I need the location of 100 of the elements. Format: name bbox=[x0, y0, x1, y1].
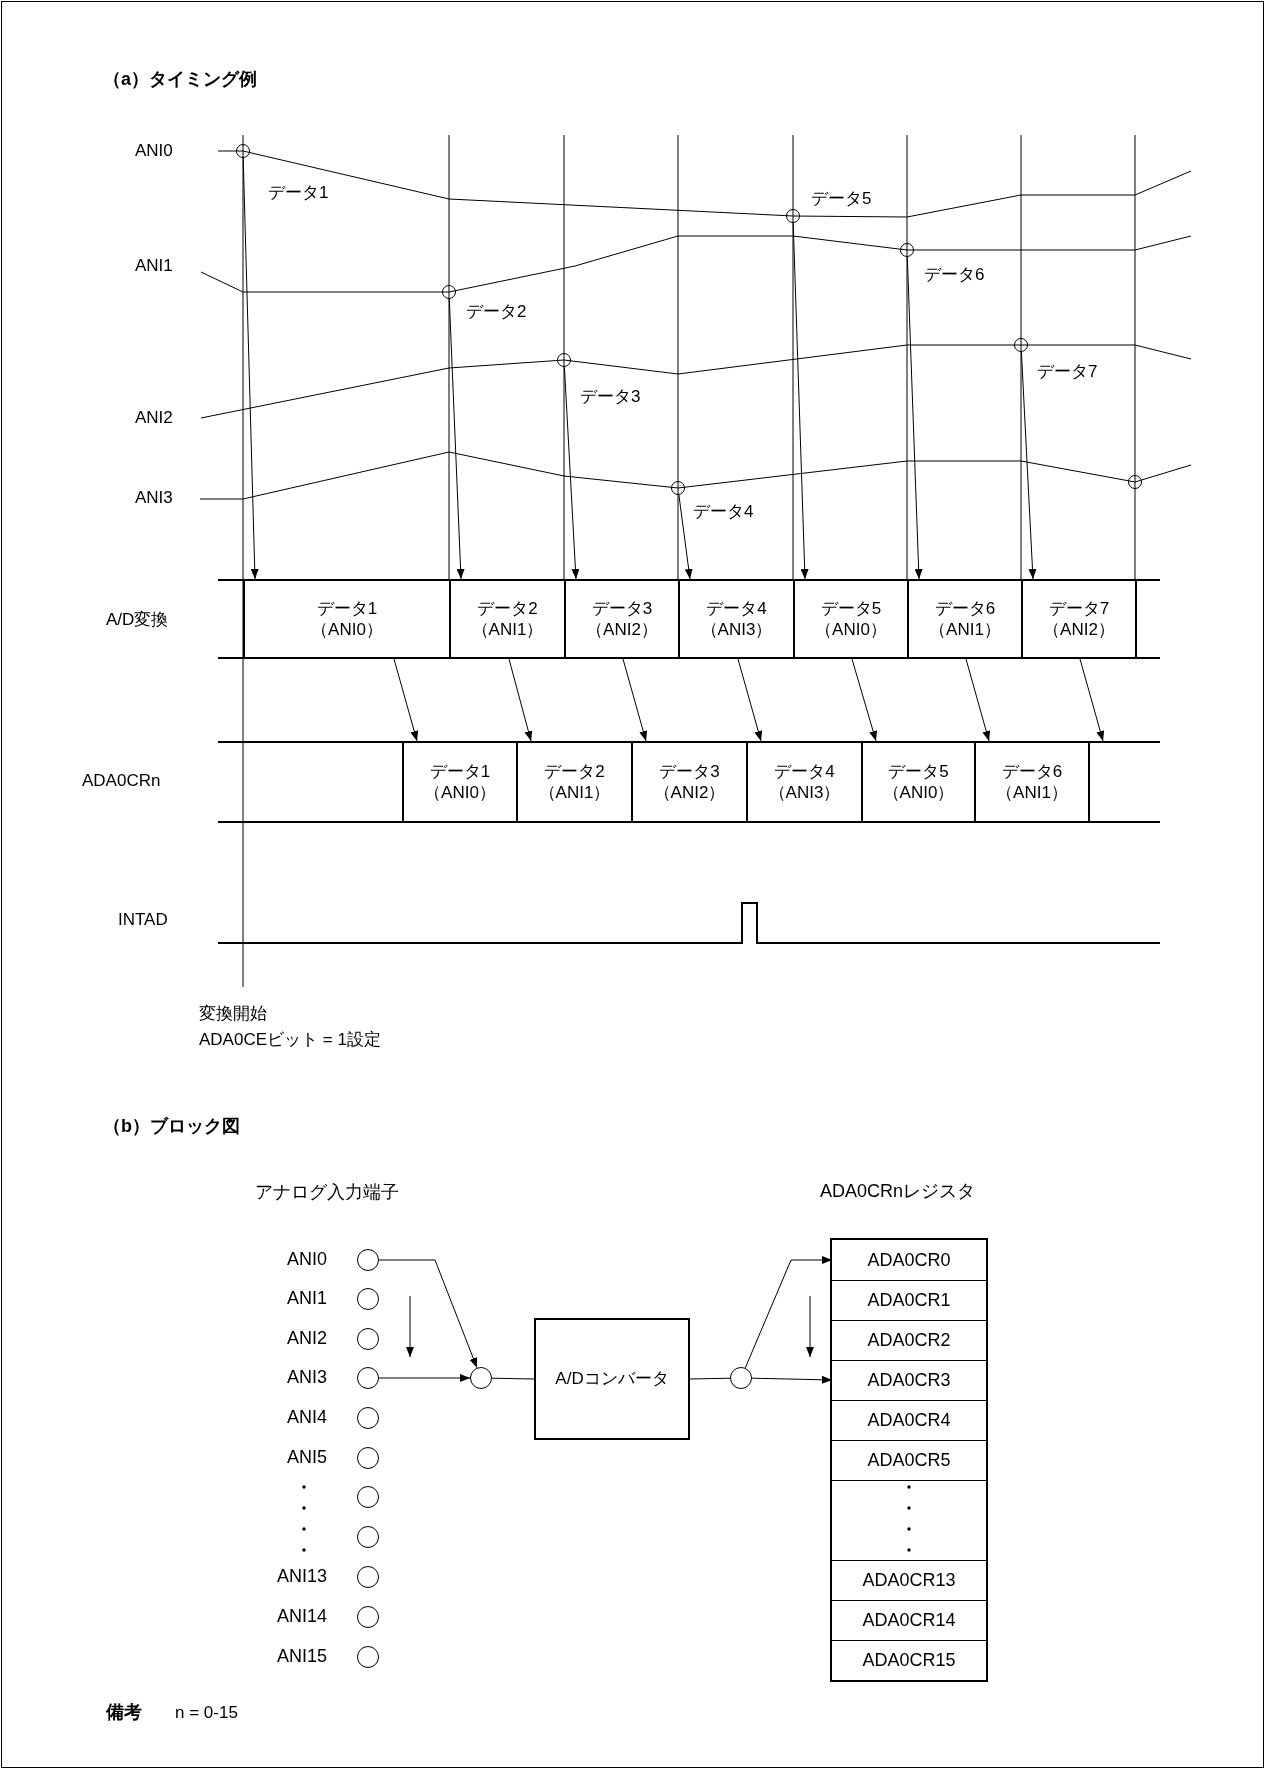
slot-channel-label: （ANI2） bbox=[653, 782, 726, 804]
arrow bbox=[378, 1259, 478, 1369]
selector-circle bbox=[730, 1367, 752, 1389]
sample-data-label: データ3 bbox=[580, 386, 641, 408]
arrow bbox=[851, 658, 878, 742]
sample-data-label: データ6 bbox=[924, 264, 985, 286]
register-name: ADA0CR1 bbox=[867, 1289, 951, 1312]
arrow bbox=[563, 366, 580, 580]
section-heading: （a）タイミング例 bbox=[103, 68, 257, 91]
slot-channel-label: （ANI1） bbox=[538, 782, 611, 804]
slot-data-label: データ4 bbox=[706, 597, 767, 619]
selector-circle bbox=[470, 1367, 492, 1389]
pin-name-label: ANI14 bbox=[276, 1605, 327, 1628]
slot-data-label: データ3 bbox=[659, 760, 720, 782]
conversion-slot bbox=[564, 579, 678, 659]
input-pin-circle bbox=[357, 1447, 379, 1469]
conversion-slot bbox=[793, 579, 907, 659]
slot-data-label: データ6 bbox=[934, 597, 996, 619]
conversion-slot bbox=[243, 579, 449, 659]
slot-data-label: データ7 bbox=[1048, 597, 1110, 619]
arrow bbox=[378, 1374, 471, 1382]
pin-name-label: ANI13 bbox=[276, 1565, 327, 1588]
slot-channel-label: （ANI1） bbox=[929, 619, 1001, 641]
converter-box bbox=[534, 1318, 690, 1440]
input-pin-circle bbox=[357, 1646, 379, 1668]
slot-data-label: データ2 bbox=[544, 760, 605, 782]
connector-line bbox=[689, 1377, 731, 1380]
conversion-slot bbox=[516, 741, 631, 823]
slot-data-label: データ1 bbox=[429, 760, 491, 782]
input-pin-circle bbox=[357, 1249, 379, 1271]
arrow bbox=[744, 1256, 833, 1369]
remark-text: n = 0-15 bbox=[175, 1702, 238, 1724]
conversion-slot bbox=[974, 741, 1088, 823]
connector-line bbox=[491, 1377, 535, 1380]
pin-name-label: ANI2 bbox=[286, 1327, 327, 1350]
register-name: ADA0CR4 bbox=[867, 1409, 951, 1432]
register-name: ADA0CR13 bbox=[862, 1569, 956, 1592]
signal-name: ANI0 bbox=[135, 140, 173, 162]
pin-name-label: ANI15 bbox=[276, 1645, 327, 1668]
empty-slot bbox=[1135, 579, 1160, 659]
input-pin-circle bbox=[357, 1288, 379, 1310]
converter-label: A/Dコンバータ bbox=[555, 1368, 669, 1390]
conversion-slot bbox=[631, 741, 746, 823]
start-note: 変換開始 bbox=[199, 1003, 267, 1025]
slot-channel-label: （ANI1） bbox=[471, 619, 544, 641]
conversion-slot bbox=[907, 579, 1021, 659]
empty-slot bbox=[1088, 741, 1160, 823]
slot-channel-label: （ANI2） bbox=[1043, 619, 1115, 641]
conversion-slot bbox=[1021, 579, 1135, 659]
section-heading: （b）ブロック図 bbox=[103, 1115, 240, 1138]
register-name: ADA0CR2 bbox=[867, 1329, 951, 1352]
pin-name-label: ANI4 bbox=[286, 1406, 327, 1429]
arrow bbox=[751, 1375, 833, 1384]
slot-data-label: データ6 bbox=[1001, 760, 1063, 782]
slot-channel-label: （ANI1） bbox=[996, 782, 1068, 804]
register-name: ADA0CR0 bbox=[867, 1248, 951, 1272]
input-pin-circle bbox=[357, 1328, 379, 1350]
input-pin-circle bbox=[357, 1367, 379, 1389]
register-heading: ADA0CRnレジスタ bbox=[820, 1180, 976, 1203]
signal-name: ANI3 bbox=[135, 487, 173, 509]
arrow bbox=[1079, 658, 1105, 742]
slot-channel-label: （ANI0） bbox=[311, 619, 383, 641]
pin-name-label: ANI1 bbox=[286, 1287, 327, 1310]
slot-channel-label: （ANI3） bbox=[700, 619, 773, 641]
conversion-slot bbox=[746, 741, 861, 823]
input-pin-circle bbox=[357, 1606, 379, 1628]
signal-name: ADA0CRn bbox=[82, 770, 161, 792]
arrow bbox=[242, 157, 259, 580]
register-stack bbox=[830, 1238, 988, 1682]
slot-data-label: データ2 bbox=[477, 597, 538, 619]
input-pin-circle bbox=[357, 1526, 379, 1548]
slot-data-label: データ1 bbox=[316, 597, 378, 619]
conversion-slot bbox=[678, 579, 793, 659]
arrow bbox=[393, 658, 419, 742]
sample-data-label: データ1 bbox=[268, 182, 329, 204]
input-pin-circle bbox=[357, 1566, 379, 1588]
sample-data-label: データ7 bbox=[1037, 361, 1098, 383]
sample-data-label: データ4 bbox=[693, 501, 754, 523]
slot-data-label: データ4 bbox=[774, 760, 835, 782]
input-pin-circle bbox=[357, 1486, 379, 1508]
pin-name-label: ANI5 bbox=[286, 1446, 327, 1469]
slot-data-label: データ3 bbox=[591, 597, 653, 619]
slot-channel-label: （ANI2） bbox=[586, 619, 658, 641]
start-note: ADA0CEビット = 1設定 bbox=[199, 1029, 381, 1051]
slot-data-label: データ5 bbox=[888, 760, 949, 782]
signal-name: INTAD bbox=[118, 909, 168, 931]
arrow bbox=[678, 494, 693, 580]
arrow bbox=[448, 298, 465, 580]
slot-channel-label: （ANI0） bbox=[424, 782, 496, 804]
arrow bbox=[792, 222, 809, 580]
arrow bbox=[965, 658, 991, 742]
register-name: ADA0CR15 bbox=[862, 1649, 956, 1672]
register-name: ADA0CR5 bbox=[867, 1449, 951, 1472]
pin-name-label: ANI3 bbox=[286, 1366, 327, 1389]
signal-name: ANI1 bbox=[135, 255, 173, 277]
signal-name: ANI2 bbox=[135, 407, 173, 429]
arrow bbox=[737, 658, 763, 742]
slot-data-label: データ5 bbox=[820, 597, 882, 619]
column-heading: アナログ入力端子 bbox=[255, 1181, 399, 1204]
arrow bbox=[1020, 351, 1037, 580]
